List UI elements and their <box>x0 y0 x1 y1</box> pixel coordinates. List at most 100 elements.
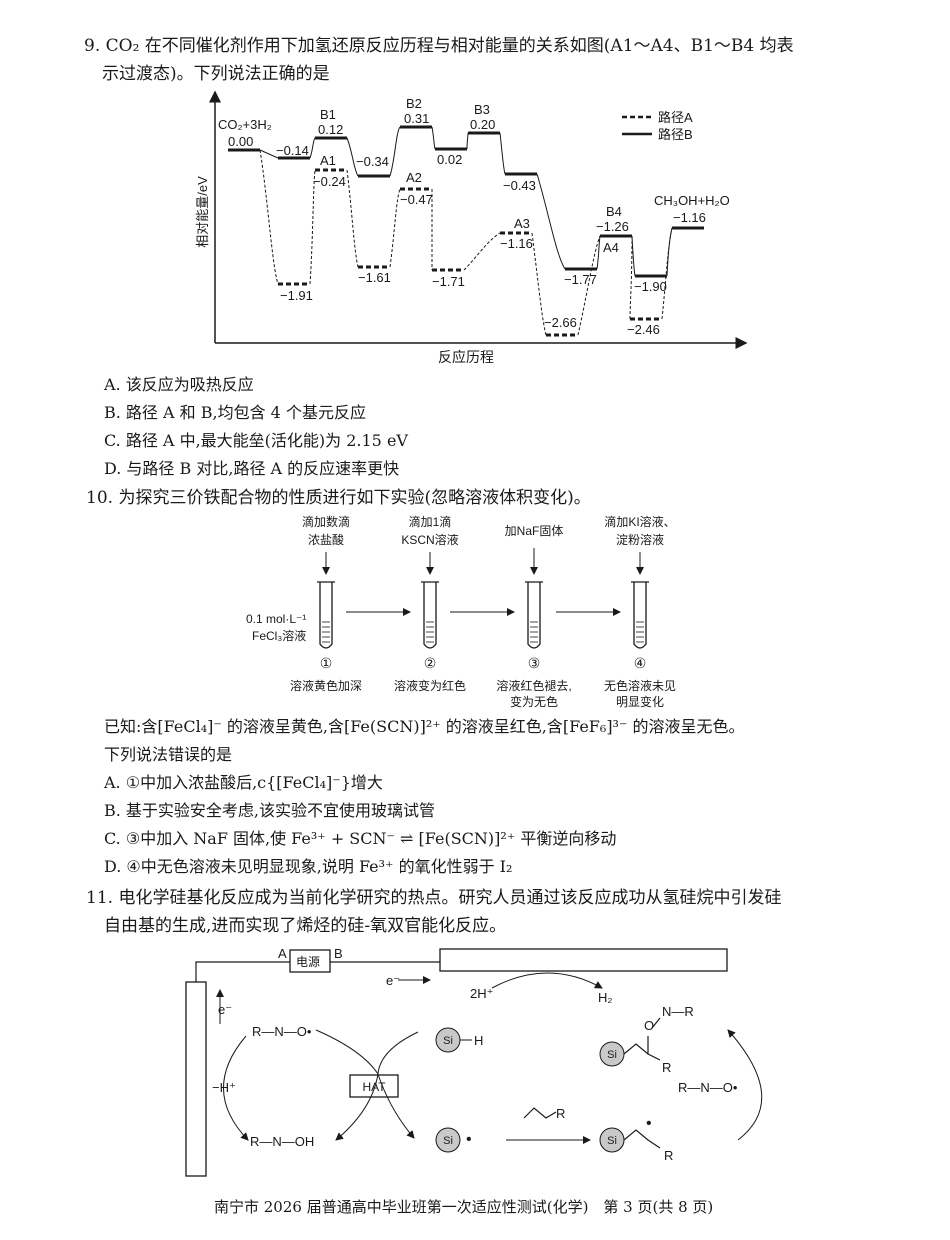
tube-num-2: ② <box>424 655 437 671</box>
label-a-m191: −1.91 <box>280 288 313 303</box>
start-label: CO₂+3H₂ <box>218 117 272 132</box>
electrochem-diagram <box>185 948 763 1177</box>
path-b <box>228 125 704 278</box>
legend-b-text: 路径B <box>658 127 693 142</box>
q9-stem-line2: 示过渡态)。下列说法正确的是 <box>102 64 330 84</box>
electrochem-labels: A B 电源 e⁻ e⁻ 2H⁺ H₂ R—N—O• R—N—OH −H⁺ HA… <box>212 946 738 1163</box>
product-o: O <box>644 1018 654 1033</box>
hat-box <box>349 1074 399 1098</box>
label-B1: B1 <box>320 107 336 122</box>
product-r: R <box>662 1060 671 1075</box>
x-axis-label: 反应历程 <box>438 349 494 365</box>
alkene-r: R <box>556 1106 565 1121</box>
label-endv: −1.16 <box>673 210 706 225</box>
power-label: 电源 <box>296 955 320 969</box>
tube-3 <box>527 582 541 649</box>
product-nr: N—R <box>662 1004 694 1019</box>
y-axis-label: 相对能量/eV <box>195 176 210 248</box>
label-a2v: −0.47 <box>400 192 433 207</box>
label-v0: 0.00 <box>228 134 253 149</box>
reagent-1a: 滴加数滴 <box>302 514 350 529</box>
q9-option-c[interactable]: C. 路径 A 中,最大能垒(活化能)为 2.15 eV <box>104 431 408 450</box>
reagent-2a: 滴加1滴 <box>409 514 452 529</box>
q9-option-d[interactable]: D. 与路径 B 对比,路径 A 的反应速率更快 <box>104 459 400 478</box>
anode-electrode <box>185 981 207 1177</box>
label-a-m161: −1.61 <box>358 270 391 285</box>
result-3b: 变为无色 <box>510 694 558 709</box>
q10-option-d[interactable]: D. ④中无色溶液未见明显现象,说明 Fe³⁺ 的氧化性弱于 I₂ <box>104 857 513 876</box>
tube-2 <box>423 582 437 649</box>
radical-dot: • <box>466 1131 472 1148</box>
minus-h-label: −H⁺ <box>212 1080 236 1095</box>
tube-experiment: 滴加数滴 浓盐酸 滴加1滴 KSCN溶液 加NaF固体 滴加KI溶液、 淀粉溶液 <box>246 514 676 709</box>
energy-labels: CO₂+3H₂ 0.00 −0.14 B1 0.12 A1 −0.24 −0.3… <box>218 96 730 337</box>
q9-option-b[interactable]: B. 路径 A 和 B,均包含 4 个基元反应 <box>104 403 366 422</box>
label-B3: B3 <box>474 102 490 117</box>
path-a <box>259 149 673 337</box>
label-A3: A3 <box>514 216 530 231</box>
energy-diagram: 相对能量/eV 反应历程 路径A 路径B <box>195 90 748 365</box>
reagent-4a: 滴加KI溶液、 <box>604 514 675 529</box>
si-product-si: Si <box>607 1049 617 1061</box>
label-b-m043: −0.43 <box>503 178 536 193</box>
q10-ask: 下列说法错误的是 <box>104 745 233 764</box>
label-b-m177: −1.77 <box>564 272 597 287</box>
tube-4 <box>633 582 647 649</box>
carbon-radical-dot: • <box>646 1115 652 1132</box>
tube-num-3: ③ <box>528 655 541 671</box>
q11-stem-line1: 11. 电化学硅基化反应成为当前化学研究的热点。研究人员通过该反应成功从氢硅烷中… <box>86 888 782 908</box>
label-B: B <box>334 946 343 961</box>
si-carbon-si: Si <box>607 1135 617 1147</box>
si-radical-si: Si <box>443 1135 453 1147</box>
end-label: CH₃OH+H₂O <box>654 193 730 208</box>
q10-option-c[interactable]: C. ③中加入 NaF 固体,使 Fe³⁺ + SCN⁻ ⇌ [Fe(SCN)]… <box>104 829 617 848</box>
hydroxylamine: R—N—OH <box>250 1134 314 1149</box>
legend-a-text: 路径A <box>658 110 693 125</box>
label-a-m266: −2.66 <box>544 315 577 330</box>
label-b-m034: −0.34 <box>356 154 389 169</box>
result-4a: 无色溶液未见 <box>604 678 676 693</box>
si-h-si: Si <box>443 1035 453 1047</box>
label-A1: A1 <box>320 153 336 168</box>
electron-top: e⁻ <box>386 973 400 988</box>
tube-num-1: ① <box>320 655 333 671</box>
q9-stem-line1: 9. CO₂ 在不同催化剂作用下加氢还原反应历程与相对能量的关系如图(A1～A4… <box>84 36 794 56</box>
page-footer: 南宁市 2026 届普通高中毕业班第一次适应性测试(化学) 第 3 页(共 8 … <box>214 1198 714 1216</box>
label-b2v: 0.31 <box>404 111 429 126</box>
reagent-4b: 淀粉溶液 <box>616 532 664 547</box>
label-b-m014: −0.14 <box>276 143 309 158</box>
initial-solution-conc: 0.1 mol·L⁻¹ <box>246 612 306 626</box>
label-a-m246: −2.46 <box>627 322 660 337</box>
reagent-3: 加NaF固体 <box>505 524 564 538</box>
nitroxyl-radical: R—N—O• <box>252 1024 312 1039</box>
q10-known: 已知:含[FeCl₄]⁻ 的溶液呈黄色,含[Fe(SCN)]²⁺ 的溶液呈红色,… <box>104 717 745 736</box>
q9-option-a[interactable]: A. 该反应为吸热反应 <box>104 375 254 394</box>
hat-label: HAT <box>362 1080 386 1094</box>
label-a3v: −1.16 <box>500 236 533 251</box>
result-1: 溶液黄色加深 <box>290 678 362 693</box>
label-B4: B4 <box>606 204 622 219</box>
label-A4: A4 <box>603 240 619 255</box>
electron-left: e⁻ <box>218 1002 232 1017</box>
result-2: 溶液变为红色 <box>394 678 466 693</box>
reagent-2b: KSCN溶液 <box>401 532 458 547</box>
label-b-m190: −1.90 <box>634 279 667 294</box>
label-b4v: −1.26 <box>596 219 629 234</box>
result-3a: 溶液红色褪去, <box>496 678 571 693</box>
tube-num-4: ④ <box>634 655 647 671</box>
power-source <box>289 949 331 973</box>
initial-solution-name: FeCl₃溶液 <box>252 628 306 643</box>
q10-stem: 10. 为探究三价铁配合物的性质进行如下实验(忽略溶液体积变化)。 <box>86 488 591 508</box>
label-b3v: 0.20 <box>470 117 495 132</box>
label-a1v: −0.24 <box>313 174 346 189</box>
q11-stem-line2: 自由基的生成,进而实现了烯烃的硅-氧双官能化反应。 <box>104 916 507 936</box>
q10-option-b[interactable]: B. 基于实验安全考虑,该实验不宜使用玻璃试管 <box>104 801 436 820</box>
result-4b: 明显变化 <box>616 694 664 709</box>
label-B2: B2 <box>406 96 422 111</box>
q10-option-a[interactable]: A. ①中加入浓盐酸后,c{[FeCl₄]⁻}增大 <box>104 773 383 792</box>
label-A: A <box>278 946 287 961</box>
label-b-002: 0.02 <box>437 152 462 167</box>
label-b1v: 0.12 <box>318 122 343 137</box>
h-plus-label: 2H⁺ <box>470 986 493 1001</box>
